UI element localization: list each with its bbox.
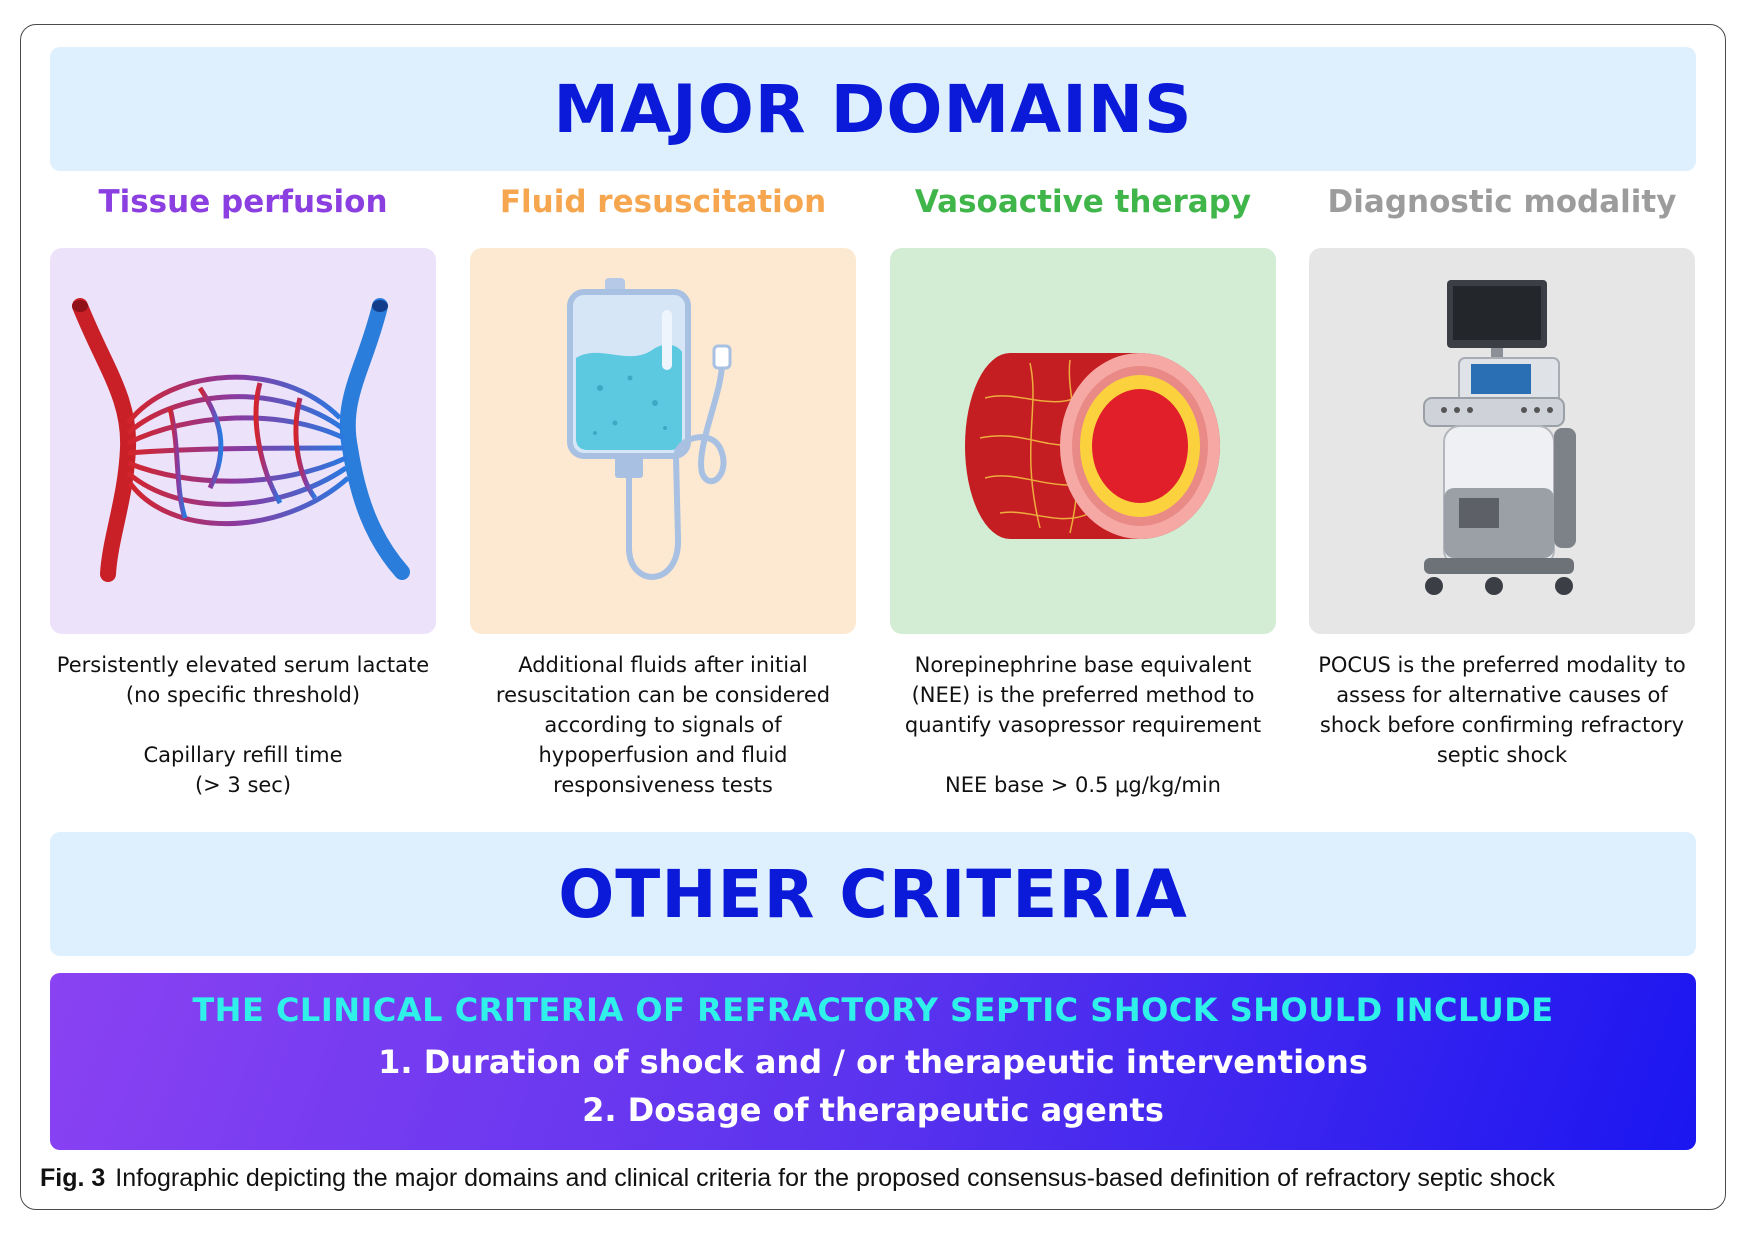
description-line: Capillary refill time bbox=[143, 743, 343, 767]
description-line: assess for alternative causes of bbox=[1336, 683, 1668, 707]
description-line: Norepinephrine base equivalent bbox=[914, 653, 1252, 677]
criteria-item: 2. Dosage of therapeutic agents bbox=[582, 1091, 1164, 1129]
other-criteria-title: OTHER CRITERIA bbox=[558, 855, 1188, 933]
iv-fluid-bag-icon bbox=[567, 278, 732, 580]
description-line: POCUS is the preferred modality to bbox=[1318, 653, 1686, 677]
clinical-criteria-heading: THE CLINICAL CRITERIA OF REFRACTORY SEPT… bbox=[192, 991, 1554, 1029]
description-line: septic shock bbox=[1436, 743, 1568, 767]
domain-title-vasoactive-therapy: Vasoactive therapy bbox=[914, 184, 1252, 220]
ultrasound-machine-icon bbox=[1423, 280, 1576, 595]
fluid-resuscitation-description: Additional fluids after initial resuscit… bbox=[453, 650, 873, 800]
domain-title-tissue-perfusion: Tissue perfusion bbox=[98, 184, 388, 220]
clinical-criteria-panel: THE CLINICAL CRITERIA OF REFRACTORY SEPT… bbox=[50, 973, 1696, 1150]
domain-title-diagnostic-modality: Diagnostic modality bbox=[1327, 184, 1677, 220]
description-line: quantify vasopressor requirement bbox=[904, 713, 1262, 737]
description-line: (no specific threshold) bbox=[125, 683, 361, 707]
description-line: (NEE) is the preferred method to bbox=[911, 683, 1255, 707]
domain-title-fluid-resuscitation: Fluid resuscitation bbox=[499, 184, 827, 220]
other-criteria-banner: OTHER CRITERIA bbox=[50, 832, 1696, 956]
diagnostic-modality-description: POCUS is the preferred modality to asses… bbox=[1292, 650, 1712, 770]
figure-caption: Fig. 3 Infographic depicting the major do… bbox=[40, 1164, 1555, 1193]
description-line: hypoperfusion and fluid bbox=[538, 743, 788, 767]
major-domains-banner: MAJOR DOMAINS bbox=[50, 47, 1696, 171]
fluid-resuscitation-card bbox=[470, 248, 856, 634]
major-domains-title: MAJOR DOMAINS bbox=[553, 70, 1193, 148]
vasoactive-therapy-card bbox=[890, 248, 1276, 634]
description-line: responsiveness tests bbox=[553, 773, 773, 797]
description-line: Additional fluids after initial bbox=[518, 653, 808, 677]
tissue-perfusion-card bbox=[50, 248, 436, 634]
blood-vessel-capillary-icon bbox=[72, 298, 410, 582]
description-line: Persistently elevated serum lactate bbox=[56, 653, 430, 677]
vasoactive-therapy-description: Norepinephrine base equivalent (NEE) is … bbox=[873, 650, 1293, 800]
description-line: (> 3 sec) bbox=[194, 773, 292, 797]
caption-label: Fig. 3 bbox=[40, 1164, 106, 1192]
tissue-perfusion-description: Persistently elevated serum lactate (no … bbox=[33, 650, 453, 800]
caption-text: Infographic depicting the major domains … bbox=[115, 1164, 1555, 1192]
diagnostic-modality-card bbox=[1309, 248, 1695, 634]
figure-frame bbox=[20, 24, 1726, 1210]
description-line: NEE base > 0.5 μg/kg/min bbox=[945, 773, 1221, 797]
description-line: according to signals of bbox=[544, 713, 782, 737]
blood-vessel-cross-section-icon bbox=[965, 353, 1220, 539]
description-line: resuscitation can be considered bbox=[495, 683, 831, 707]
description-line: shock before confirming refractory bbox=[1319, 713, 1685, 737]
criteria-item: 1. Duration of shock and / or therapeuti… bbox=[378, 1043, 1368, 1081]
